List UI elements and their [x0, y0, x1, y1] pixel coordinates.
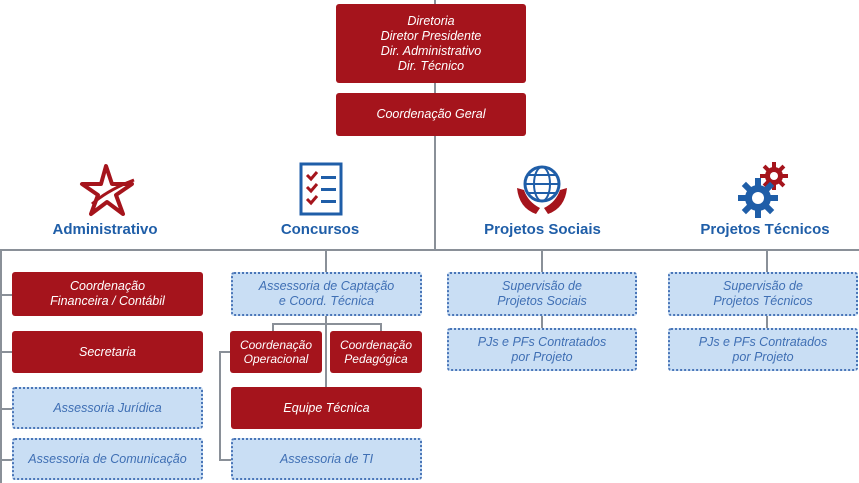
heading-concursos: Concursos	[280, 221, 360, 238]
connector-ti-v	[219, 351, 221, 461]
box-assessoria-ti: Assessoria de TI	[231, 438, 422, 480]
box-assessoria-juridica: Assessoria Jurídica	[12, 387, 203, 429]
box-secretaria: Secretaria	[12, 331, 203, 373]
heading-administrativo: Administrativo	[52, 221, 158, 238]
connector-concursos-bracket-r	[380, 323, 382, 335]
connector-left-stub-3	[0, 408, 14, 410]
box-pjs-pfs-tecnicos: PJs e PFs Contratados por Projeto	[668, 328, 858, 371]
star-icon	[80, 164, 135, 216]
box-coord-financeira: Coordenação Financeira / Contábil	[12, 272, 203, 316]
connector-left-stub-4	[0, 459, 14, 461]
connector-ti-top	[219, 351, 231, 353]
globe-hands-icon	[517, 165, 567, 214]
box-supervisao-sociais: Supervisão de Projetos Sociais	[447, 272, 637, 316]
connector-left-stub-2	[0, 351, 14, 353]
connector-concursos-bracket-h	[272, 323, 382, 325]
checklist-icon	[299, 162, 343, 216]
box-supervisao-tecnicos: Supervisão de Projetos Técnicos	[668, 272, 858, 316]
connector-left-edge	[0, 249, 2, 483]
connector-concursos-v	[325, 249, 327, 389]
box-coord-operacional: Coordenação Operacional	[230, 331, 322, 373]
box-assessoria-captacao: Assessoria de Captação e Coord. Técnica	[231, 272, 422, 316]
general-coordination-box: Coordenação Geral	[336, 93, 526, 136]
connector-concursos-bracket-l	[272, 323, 274, 335]
connector-left-stub-1	[0, 294, 14, 296]
connector-ti-bottom	[219, 459, 233, 461]
box-equipe-tecnica: Equipe Técnica	[231, 387, 422, 429]
connector-horizontal	[0, 249, 859, 251]
gears-icon	[738, 162, 788, 218]
heading-projetos-sociais: Projetos Sociais	[484, 221, 601, 238]
board-box: Diretoria Diretor Presidente Dir. Admini…	[336, 4, 526, 83]
box-pjs-pfs-sociais: PJs e PFs Contratados por Projeto	[447, 328, 637, 371]
heading-projetos-tecnicos: Projetos Técnicos	[700, 221, 830, 238]
box-coord-pedagogica: Coordenação Pedagógica	[330, 331, 422, 373]
box-assessoria-comunicacao: Assessoria de Comunicação	[12, 438, 203, 480]
